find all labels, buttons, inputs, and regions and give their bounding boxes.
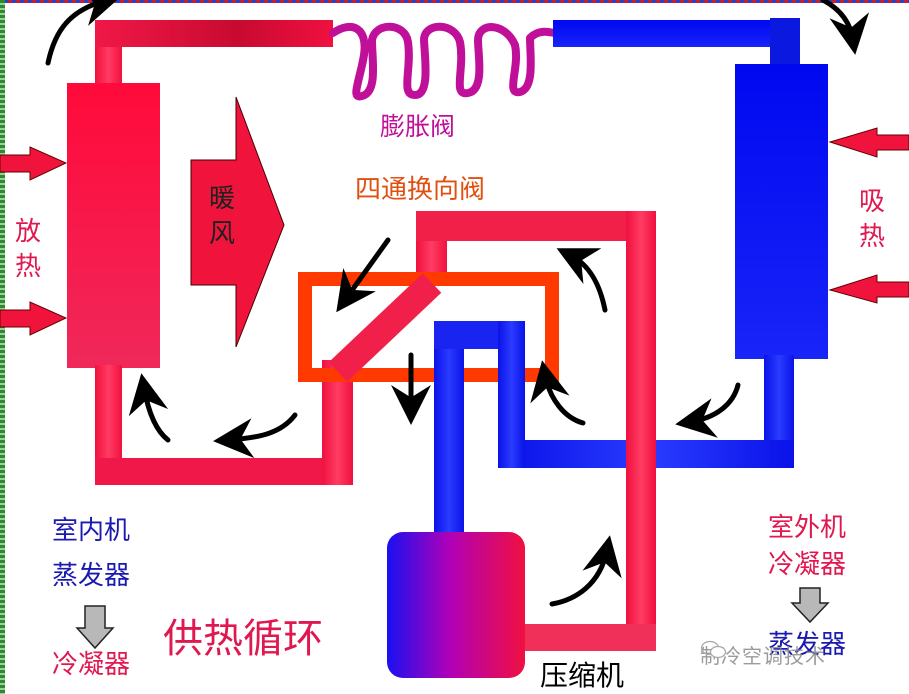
indoor-unit-coil [67, 20, 353, 485]
compressor-body [387, 532, 525, 678]
compressor-label: 压缩机 [540, 659, 625, 692]
hot-discharge-pipe [416, 211, 656, 651]
expansion-valve-coil [329, 22, 559, 101]
warm-air-arrow [190, 96, 285, 348]
watermark: 制冷空调技术 [700, 640, 826, 669]
cycle-title: 供热循环 [163, 616, 323, 662]
four-way-valve [298, 272, 559, 382]
left-border [0, 0, 5, 694]
wechat-icon [700, 640, 727, 659]
suction-pipe [434, 321, 525, 536]
indoor-unit-label: 室内机 [52, 516, 131, 546]
release-heat-char-2: 热 [14, 252, 41, 283]
indoor-from-role-label: 蒸发器 [52, 561, 131, 591]
warm-air-char-2: 风 [208, 219, 235, 250]
warm-air-label: 暖 风 [207, 182, 237, 252]
four-way-valve-label: 四通换向阀 [355, 175, 486, 205]
absorb-heat-char-1: 吸 [858, 187, 885, 217]
outdoor-unit-label: 室外机 [768, 513, 847, 543]
indoor-role-change-arrow [75, 605, 115, 650]
release-heat-char-1: 放 [14, 217, 41, 247]
absorb-heat-char-2: 热 [858, 222, 885, 253]
expansion-valve-label: 膨胀阀 [380, 112, 456, 141]
outdoor-to-role-label: 蒸发器 [768, 630, 847, 660]
absorb-heat-arrows [828, 127, 909, 304]
outdoor-role-change-arrow [790, 587, 830, 624]
absorb-heat-label: 吸 热 [857, 185, 887, 255]
indoor-to-role-label: 冷凝器 [52, 650, 131, 680]
outdoor-from-role-label: 冷凝器 [768, 550, 847, 580]
release-heat-label: 放 热 [13, 215, 43, 285]
warm-air-char-1: 暖 [208, 184, 235, 214]
release-heat-arrows [0, 146, 68, 336]
top-border [0, 0, 909, 3]
flow-arrows [45, 0, 870, 607]
